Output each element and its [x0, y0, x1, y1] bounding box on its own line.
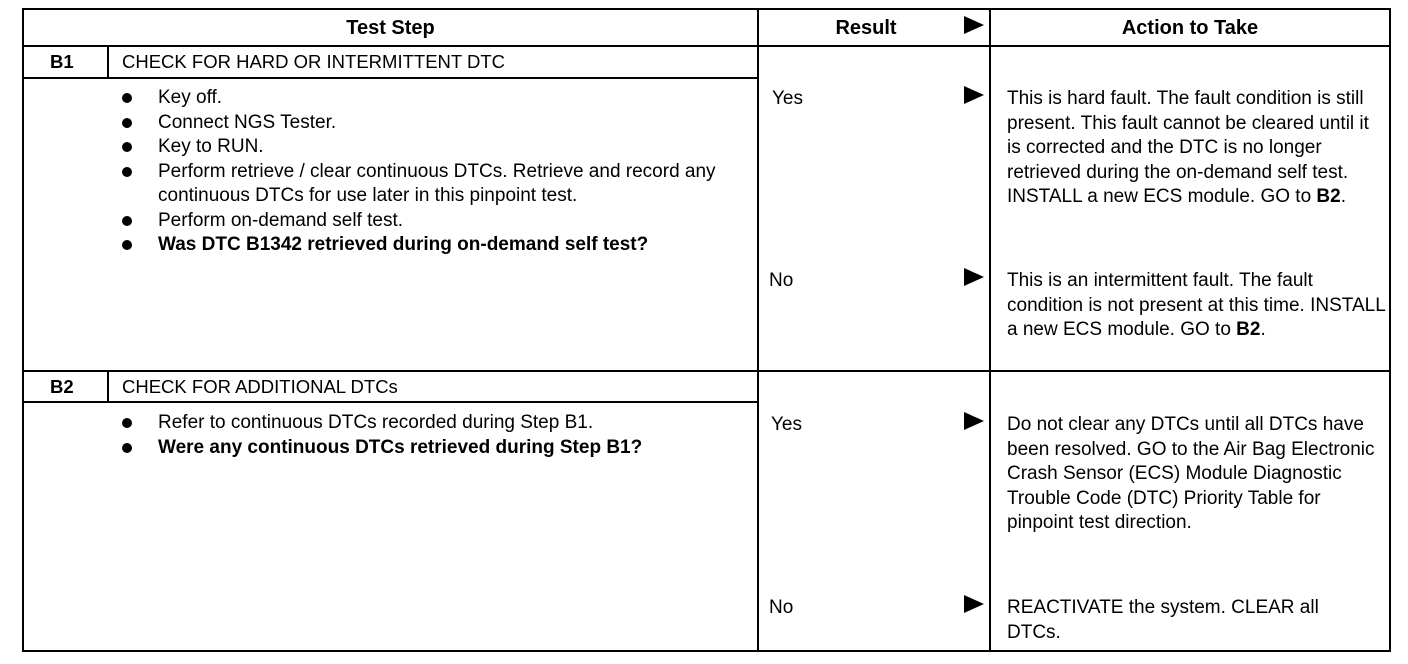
step-id-b2: B2 [50, 376, 74, 397]
list-item: Perform on-demand self test. [122, 209, 732, 234]
header-result: Result [835, 17, 897, 39]
result-b2-no: No [769, 597, 794, 618]
bullet-icon [122, 442, 132, 453]
arrow-icon [964, 86, 984, 104]
b1-row-bottom-border [22, 370, 1391, 372]
table-bottom-border [22, 650, 1391, 652]
table-right-border [1389, 8, 1391, 652]
step-list-b2: Refer to continuous DTCs recorded during… [122, 411, 732, 460]
arrow-icon [964, 595, 984, 613]
bullet-icon [122, 240, 132, 250]
list-item-question: Was DTC B1342 retrieved during on-demand… [122, 233, 732, 258]
list-item: Connect NGS Tester. [122, 111, 732, 136]
header-action: Action to Take [1121, 17, 1259, 39]
arrow-icon [964, 412, 984, 430]
list-item: Key off. [122, 86, 732, 111]
action-b2-no: REACTIVATE the system. CLEAR all DTCs. [1007, 597, 1319, 643]
result-b2-yes: Yes [771, 414, 802, 435]
bullet-icon [122, 418, 132, 428]
step-title-b2: CHECK FOR ADDITIONAL DTCs [122, 376, 398, 397]
action-b1-yes: This is hard fault. The fault condition … [1007, 88, 1369, 207]
header-bottom-border [22, 45, 1391, 47]
stepid-divider-b2 [107, 370, 109, 402]
table-top-border [22, 8, 1391, 10]
list-item: Refer to continuous DTCs recorded during… [122, 411, 732, 436]
action-b1-no: This is an intermittent fault. The fault… [1007, 270, 1386, 340]
stepid-divider-b1 [107, 45, 109, 78]
header-test-step: Test Step [346, 17, 435, 39]
bullet-icon [122, 142, 132, 152]
b2-title-bottom-border [22, 401, 758, 403]
list-item: Perform retrieve / clear continuous DTCs… [122, 160, 732, 209]
bullet-icon [122, 166, 132, 177]
b1-title-bottom-border [22, 77, 758, 79]
arrow-icon [964, 268, 984, 286]
table-left-border [22, 8, 24, 652]
bullet-icon [122, 117, 132, 128]
step-list-b1: Key off. Connect NGS Tester. Key to RUN.… [122, 86, 732, 258]
result-b1-no: No [769, 270, 794, 291]
list-item: Key to RUN. [122, 135, 732, 160]
action-b2-yes: Do not clear any DTCs until all DTCs hav… [1007, 414, 1375, 533]
list-item-question: Were any continuous DTCs retrieved durin… [122, 436, 732, 461]
step-id-b1: B1 [50, 51, 74, 72]
bullet-icon [122, 93, 132, 103]
bullet-icon [122, 215, 132, 226]
result-b1-yes: Yes [772, 88, 803, 109]
header-arrow-icon [964, 16, 984, 34]
action-left-border [989, 8, 991, 652]
result-left-border [757, 8, 759, 652]
step-title-b1: CHECK FOR HARD OR INTERMITTENT DTC [122, 51, 506, 72]
